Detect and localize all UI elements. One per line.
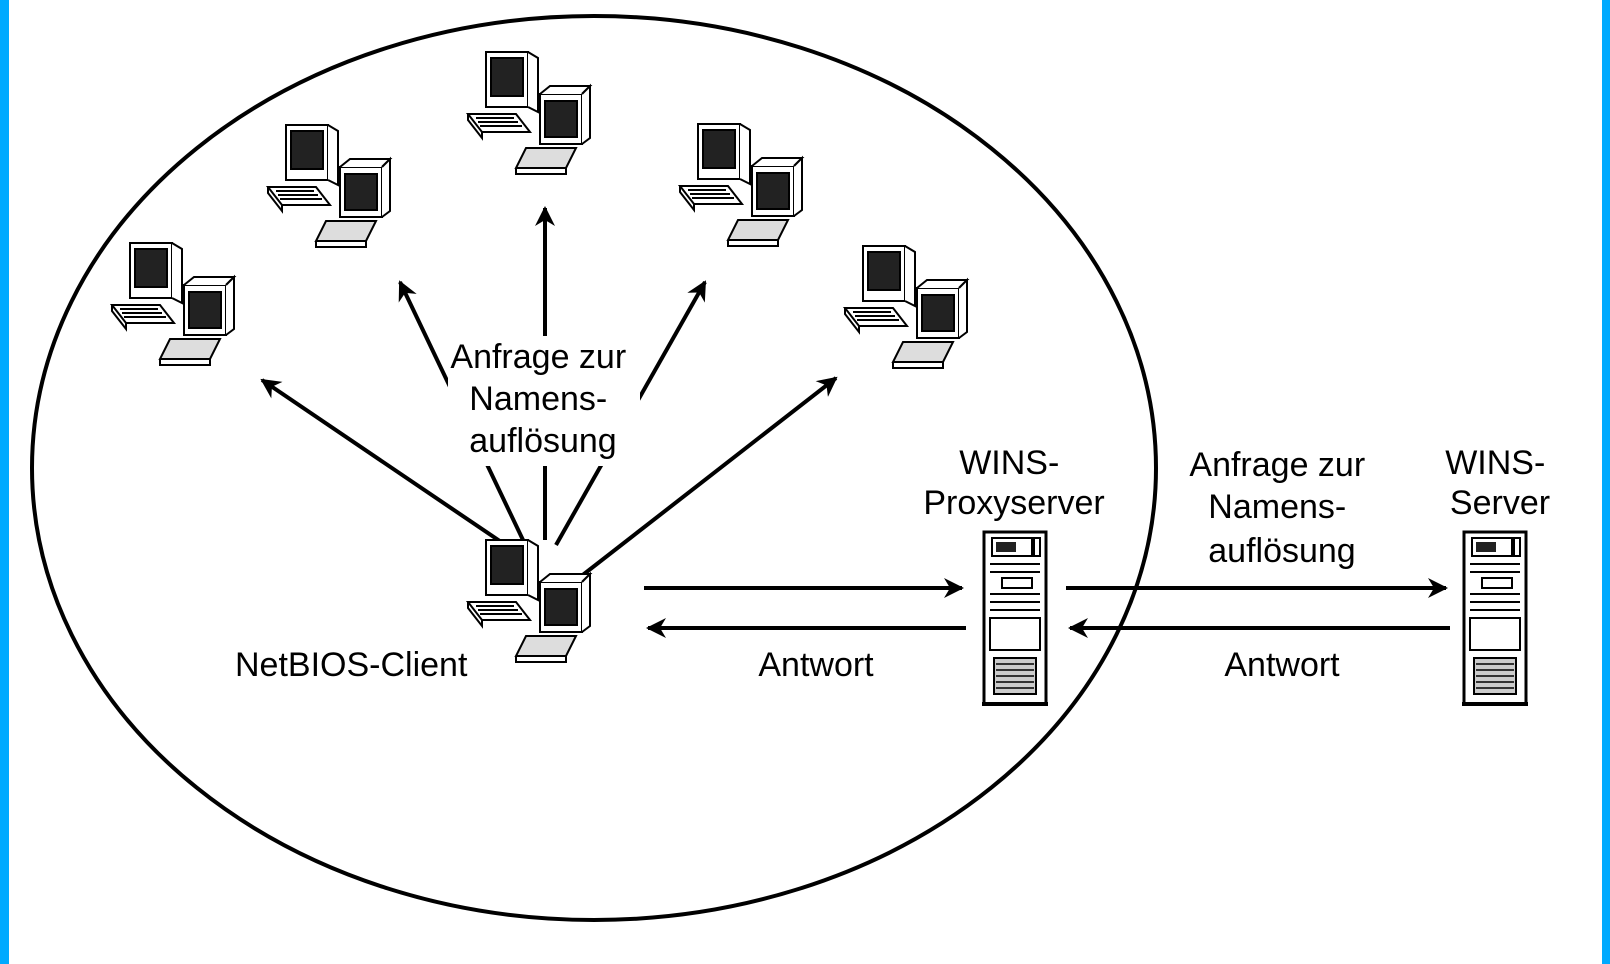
wins-proxy-server-icon xyxy=(980,530,1050,706)
workstation-1-icon xyxy=(111,242,235,366)
proxy-to-server-query-label: Anfrage zur Namens- auflösung xyxy=(1189,446,1374,570)
broadcast-label-backdrop xyxy=(448,336,640,466)
arrow-to-pc-5 xyxy=(564,376,838,590)
arrow-to-pc-1 xyxy=(260,378,512,550)
network-boundary-ellipse xyxy=(30,14,1158,922)
server-label: WINS- Server xyxy=(1445,444,1555,522)
right-border-stripe xyxy=(1602,0,1610,964)
reply-left-label: Antwort xyxy=(758,646,874,684)
netbios-client-icon xyxy=(467,539,591,663)
left-border-stripe xyxy=(0,0,9,964)
client-label: NetBIOS-Client xyxy=(235,646,468,684)
workstation-3-icon xyxy=(467,51,591,175)
workstation-5-icon xyxy=(844,245,968,369)
workstation-2-icon xyxy=(267,124,391,248)
wins-server-icon xyxy=(1460,530,1530,706)
reply-right-label: Antwort xyxy=(1224,646,1340,684)
workstation-4-icon xyxy=(679,123,803,247)
broadcast-query-label: Anfrage zur Namens- auflösung xyxy=(450,338,635,460)
proxy-label: WINS- Proxyserver xyxy=(923,444,1104,522)
